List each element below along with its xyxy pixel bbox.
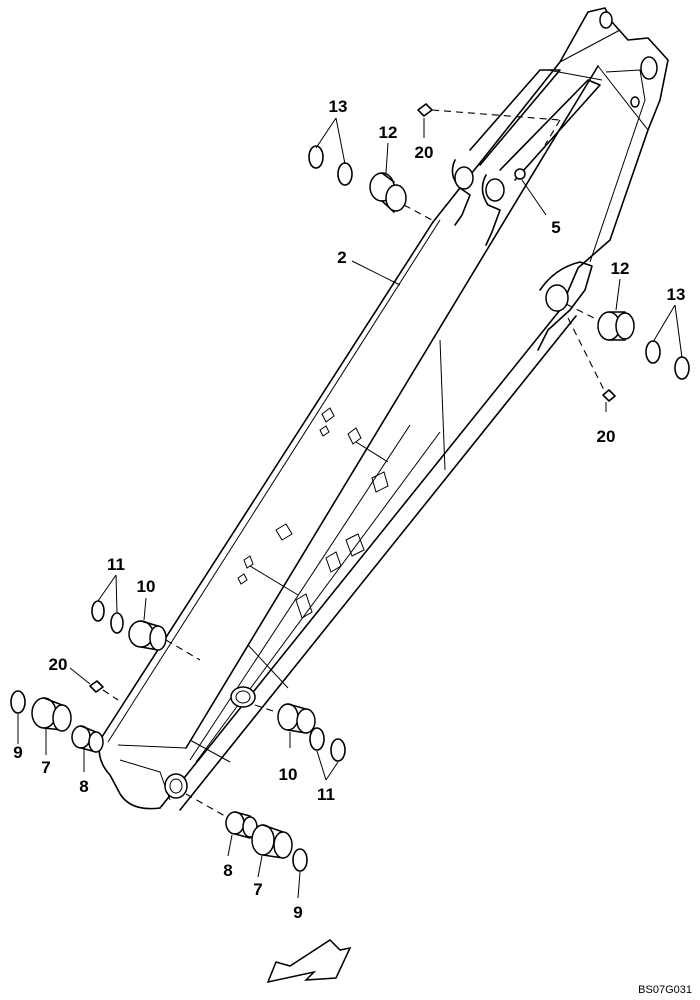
callout-8-left: 8 — [79, 777, 88, 796]
callout-9-left: 9 — [13, 743, 22, 762]
bushing-8-bottom — [225, 811, 258, 839]
callout-20-left: 20 — [49, 655, 68, 674]
shim-13-upper-a — [308, 145, 324, 169]
top-pin-hole — [640, 56, 658, 80]
callout-11-right: 11 — [317, 785, 335, 804]
callout-12-upper: 12 — [379, 123, 398, 142]
drawing-code: BS07G031 — [638, 984, 692, 996]
callouts: 13 12 20 2 5 12 13 20 11 10 20 9 7 8 10 … — [13, 97, 685, 922]
callout-2: 2 — [337, 248, 346, 267]
flanged-bushing-7-left — [31, 697, 72, 732]
leader-lines — [17, 117, 683, 899]
bushing-12-right — [565, 303, 635, 341]
front-direction-arrow-icon — [266, 939, 352, 984]
shim-13-right-a — [645, 340, 661, 364]
exploded-parts — [10, 103, 690, 872]
callout-20-right: 20 — [597, 427, 616, 446]
flanged-bushing-7-bottom — [251, 824, 293, 859]
shim-9-bottom — [292, 848, 308, 872]
grease-fitting-20-left — [89, 680, 119, 701]
shim-13-right-b — [674, 356, 690, 380]
callout-12-right: 12 — [611, 259, 630, 278]
shim-11-left-a — [91, 600, 105, 622]
shim-13-upper-b — [337, 162, 353, 186]
callout-8-bottom: 8 — [223, 861, 232, 880]
callout-7-left: 7 — [41, 758, 50, 777]
callout-10-right: 10 — [279, 765, 298, 784]
callout-7-bottom: 7 — [253, 880, 262, 899]
callout-10-left: 10 — [137, 577, 156, 596]
grease-fitting-20-top — [417, 103, 561, 146]
callout-11-left: 11 — [107, 555, 125, 574]
foot-pin-hole — [164, 773, 188, 799]
shim-11-right-b — [330, 738, 346, 762]
callout-20-top: 20 — [415, 143, 434, 162]
callout-13-right: 13 — [667, 285, 686, 304]
bushing-12-upper — [369, 172, 433, 221]
callout-5: 5 — [551, 218, 560, 237]
shim-11-left-b — [110, 612, 124, 634]
bushing-10-left — [128, 620, 201, 661]
callout-13-upper: 13 — [329, 97, 348, 116]
bushing-10-right — [254, 703, 316, 734]
shim-9-left — [10, 690, 26, 714]
boom-arm — [98, 7, 669, 811]
grease-fitting-20-right — [567, 317, 616, 402]
callout-9-bottom: 9 — [293, 903, 302, 922]
shim-11-right-a — [309, 727, 325, 751]
bushing-8-left — [71, 725, 104, 753]
